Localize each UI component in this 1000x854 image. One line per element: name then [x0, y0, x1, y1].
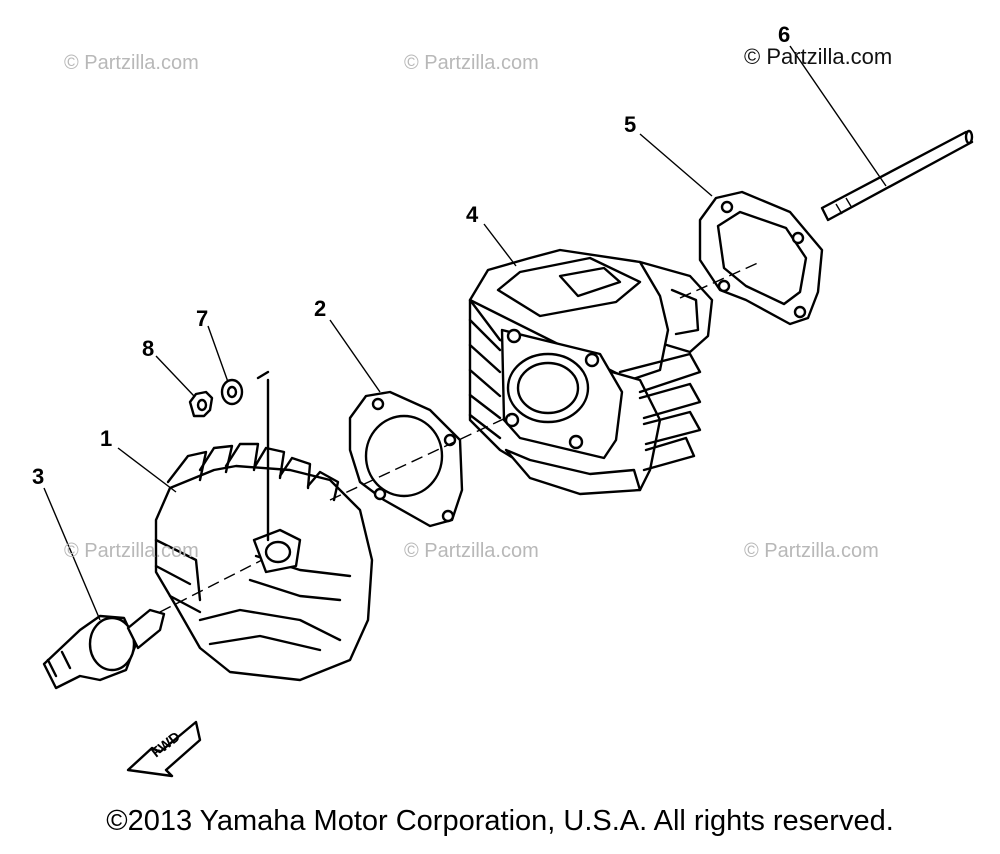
watermark: © Partzilla.com — [744, 44, 893, 69]
watermark: © Partzilla.com — [744, 540, 879, 562]
nut-part — [188, 390, 214, 418]
leader-lines — [43, 45, 887, 621]
head-gasket-part — [348, 390, 464, 528]
cylinder-part — [468, 248, 714, 496]
assembly-lines — [159, 261, 761, 613]
fwd-arrow-icon: FWD — [126, 720, 202, 778]
washer-part — [220, 378, 244, 406]
spark-plug-part — [42, 608, 166, 690]
callout-7: 7 — [196, 306, 209, 331]
callout-8: 8 — [142, 336, 155, 361]
watermark: © Partzilla.com — [64, 52, 199, 74]
watermark: © Partzilla.com — [64, 540, 199, 562]
exhaust-gasket-part — [698, 190, 824, 326]
callout-3: 3 — [32, 464, 45, 489]
callout-4: 4 — [466, 202, 479, 227]
watermark: © Partzilla.com — [404, 52, 539, 74]
stud-bolt-part — [820, 129, 974, 222]
callout-6: 6 — [778, 22, 791, 47]
cylinder-head-part — [154, 370, 374, 682]
watermark: © Partzilla.com — [404, 540, 539, 562]
callout-1: 1 — [100, 426, 113, 451]
copyright-notice: ©2013 Yamaha Motor Corporation, U.S.A. A… — [106, 805, 894, 837]
callout-5: 5 — [624, 112, 637, 137]
callout-2: 2 — [314, 296, 327, 321]
